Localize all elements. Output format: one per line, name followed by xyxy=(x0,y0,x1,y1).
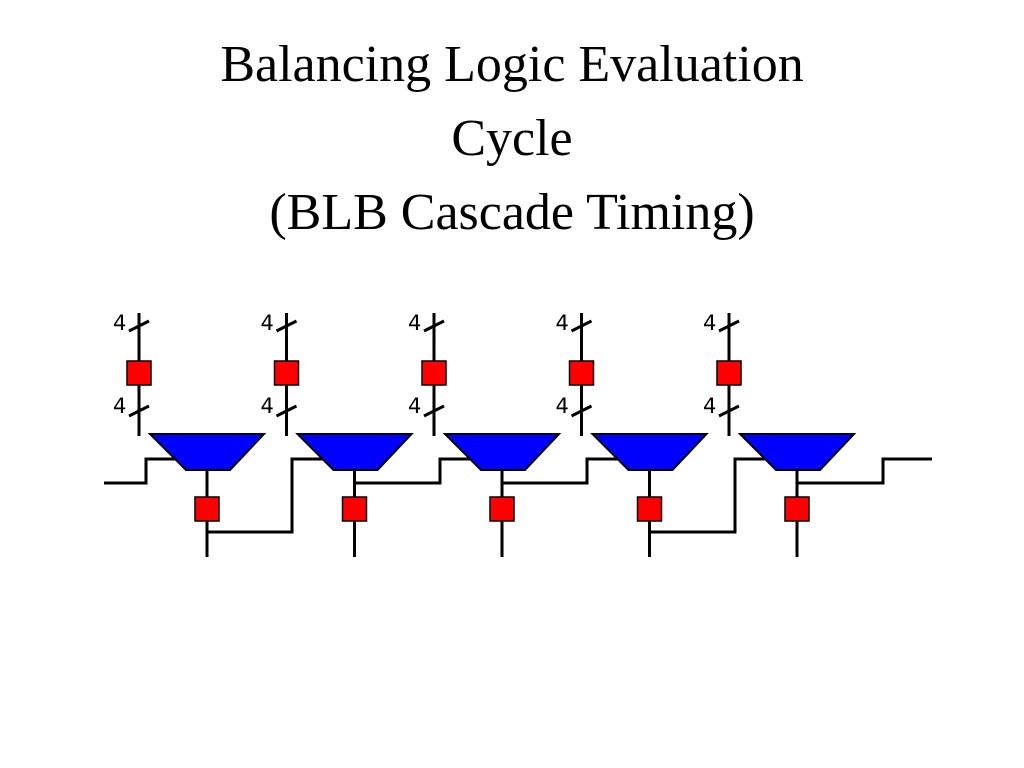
stage-5-bus-slash-upper xyxy=(718,319,740,333)
slide-title: Balancing Logic Evaluation Cycle (BLB Ca… xyxy=(0,28,1024,250)
stage-1-output-register xyxy=(194,496,220,522)
stage-1-logic-block xyxy=(147,433,267,471)
stage-2-input-bus-width-label: 4 xyxy=(261,311,274,335)
carry-chain-1-2 xyxy=(207,457,323,534)
title-line-3: (BLB Cascade Timing) xyxy=(269,184,755,241)
stage-1-bus-slash-lower xyxy=(128,404,150,418)
stage-4-bus-slash-lower xyxy=(570,404,593,418)
stage-3-register-bus-width-label: 4 xyxy=(408,394,421,418)
label-layer: 4 4 4 4 4 4 4 4 4 4 xyxy=(113,311,716,418)
stage-1-register-bus-width-label: 4 xyxy=(113,394,126,418)
stage-3-input-bus-width-label: 4 xyxy=(408,311,421,335)
stage-5-logic-block xyxy=(737,433,857,471)
stage-5-input-bus-width-label: 4 xyxy=(703,311,716,335)
stage-4-register-bus-width-label: 4 xyxy=(556,394,569,418)
stage-2-bus-slash-upper xyxy=(275,319,298,333)
stage-2-logic-block xyxy=(295,433,414,471)
carry-chain-3-4 xyxy=(501,457,620,485)
carry-in-line xyxy=(104,457,178,485)
stage-5-register-bus-width-label: 4 xyxy=(703,394,716,418)
carry-chain-4-5 xyxy=(649,457,768,534)
stage-2-register-bus-width-label: 4 xyxy=(261,394,274,418)
title-line-1: Balancing Logic Evaluation xyxy=(220,36,804,93)
stage-3-input-register xyxy=(421,360,447,386)
stage-3-bus-slash-lower xyxy=(423,404,445,418)
stage-4-bus-slash-upper xyxy=(570,319,593,333)
stage-2-bus-slash-lower xyxy=(275,404,298,418)
stage-3-logic-block xyxy=(442,433,562,471)
stage-4-output-register xyxy=(636,496,663,522)
stage-1-bus-slash-upper xyxy=(128,319,150,333)
stage-4-input-register xyxy=(568,360,595,386)
stage-1-input-bus-width-label: 4 xyxy=(113,311,126,335)
stage-1-input-register xyxy=(126,360,152,386)
stage-2-input-register xyxy=(273,360,300,386)
carry-chain-2-3 xyxy=(354,457,472,485)
stage-5-input-register xyxy=(716,360,742,386)
stage-3-output-register xyxy=(489,496,515,522)
stage-5-bus-slash-lower xyxy=(718,404,740,418)
stage-3-bus-slash-upper xyxy=(423,319,445,333)
stage-5-output-register xyxy=(784,496,810,522)
block-layer xyxy=(126,360,857,522)
carry-out-line xyxy=(796,457,932,485)
title-line-2: Cycle xyxy=(451,110,573,167)
stage-4-input-bus-width-label: 4 xyxy=(556,311,569,335)
stage-2-output-register xyxy=(341,496,368,522)
stage-4-logic-block xyxy=(590,433,709,471)
